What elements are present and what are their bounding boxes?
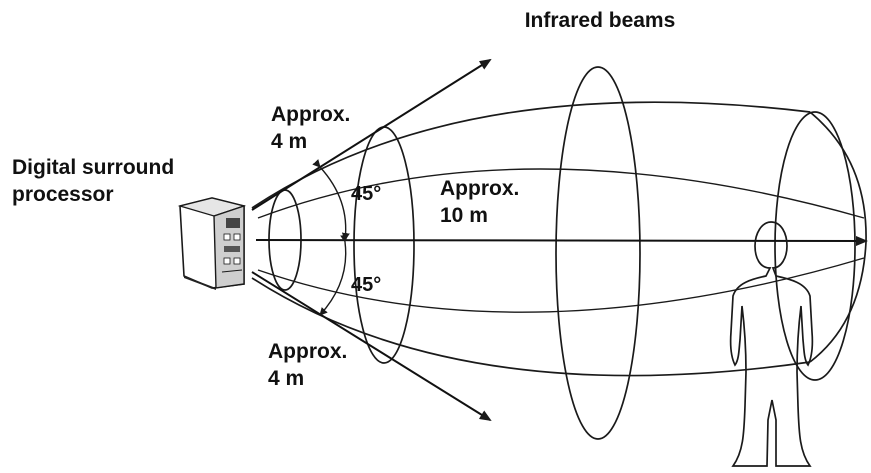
angle-indicators [312, 159, 350, 316]
diagram-labels: Infrared beams Digital surround processo… [12, 9, 675, 390]
processor-device [177, 197, 247, 290]
center-range-label-line1: Approx. [440, 177, 519, 200]
device-label-line2: processor [12, 183, 114, 206]
center-range-label-line2: 10 m [440, 204, 488, 227]
title-label: Infrared beams [525, 9, 676, 32]
person-figure [729, 221, 814, 467]
lower-range-label-line2: 4 m [268, 367, 304, 390]
upper-angle-label: 45° [351, 183, 381, 205]
beam-arrows [251, 58, 868, 422]
device-label-line1: Digital surround [12, 156, 174, 179]
upper-range-label-line1: Approx. [271, 103, 350, 126]
lower-angle-label: 45° [351, 274, 381, 296]
upper-range-label-line2: 4 m [271, 130, 307, 153]
lower-range-label-line1: Approx. [268, 340, 347, 363]
